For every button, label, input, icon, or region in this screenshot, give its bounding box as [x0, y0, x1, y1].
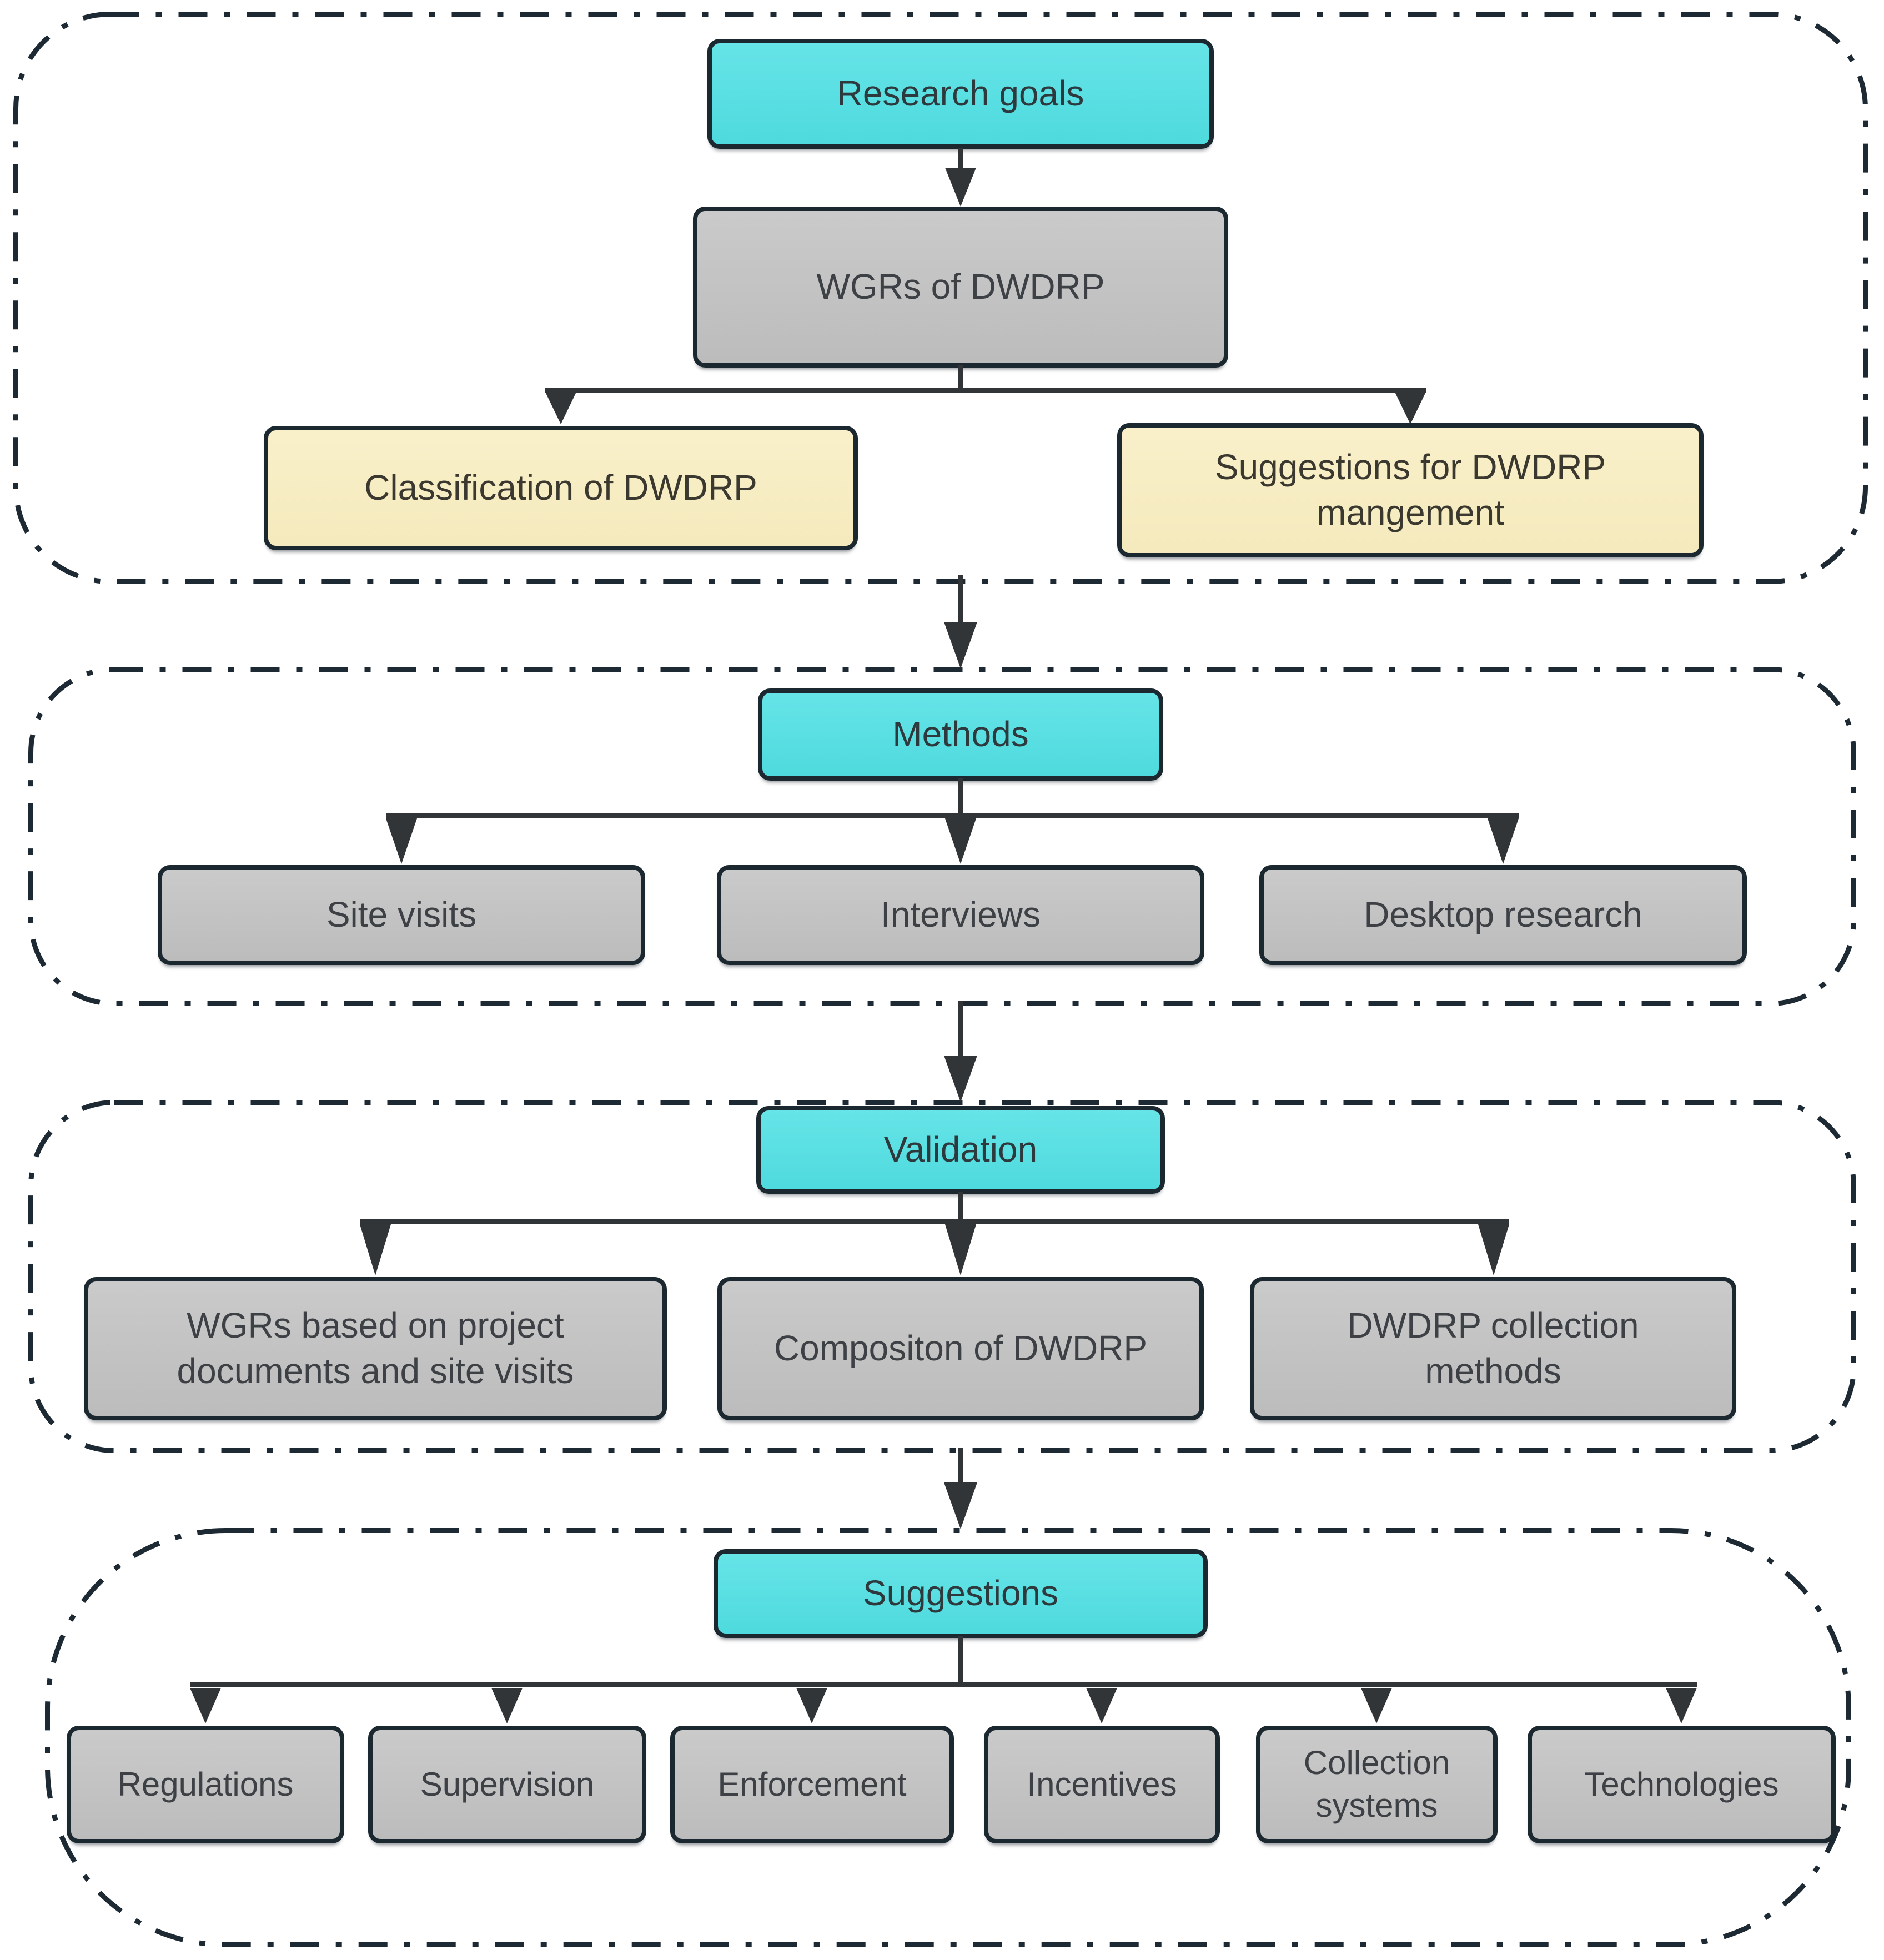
branch3-horizontal-line	[360, 1219, 1509, 1224]
node-enforcement: Enforcement	[670, 1726, 954, 1843]
branch2-arrowhead-site-visits	[386, 818, 417, 864]
branch4-arrowhead-incentives	[1086, 1688, 1117, 1723]
node-incentives: Incentives	[984, 1726, 1220, 1843]
section-border-research-goals	[13, 12, 1868, 584]
branch3-arrowhead-wgrs-based	[360, 1224, 391, 1275]
node-interviews: Interviews	[717, 865, 1204, 965]
section-border-suggestions	[45, 1528, 1851, 1947]
branch1-stub-line	[958, 365, 963, 391]
section-border-methods	[28, 667, 1856, 1006]
branch1-arrowhead-suggestions-mgmt	[1395, 392, 1426, 424]
branch2-stub-line	[958, 778, 963, 815]
connector-section3-section4-line	[958, 1448, 963, 1485]
branch2-arrowhead-interviews	[945, 818, 976, 864]
branch1-arrowhead-classification	[545, 392, 576, 424]
branch2-arrowhead-desktop-research	[1488, 818, 1519, 864]
node-site-visits: Site visits	[158, 865, 645, 965]
node-classification-of-dwdrp: Classification of DWDRP	[264, 426, 858, 550]
branch4-arrowhead-enforcement	[796, 1688, 827, 1723]
branch4-arrowhead-technologies	[1666, 1688, 1697, 1723]
connector-section1-section2-line	[958, 575, 963, 624]
branch4-stub-line	[958, 1636, 963, 1687]
branch4-horizontal-line	[190, 1682, 1697, 1687]
connector-section2-section3-line	[958, 1001, 963, 1057]
branch4-arrowhead-collection-systems	[1361, 1688, 1392, 1723]
node-supervision: Supervision	[368, 1726, 646, 1843]
branch3-stub-line	[958, 1192, 963, 1222]
node-desktop-research: Desktop research	[1259, 865, 1747, 965]
connector-researchgoals-wgrs-line	[958, 148, 963, 171]
branch1-horizontal-line	[545, 388, 1426, 393]
node-suggestions: Suggestions	[714, 1549, 1208, 1638]
node-research-goals: Research goals	[707, 39, 1214, 149]
branch2-horizontal-line	[386, 813, 1519, 818]
node-compositon-of-dwdrp: Compositon of DWDRP	[717, 1277, 1204, 1420]
connector-section3-section4-arrowhead	[944, 1482, 977, 1529]
node-wgrs-of-dwdrp: WGRs of DWDRP	[693, 207, 1228, 368]
connector-section1-section2-arrowhead	[944, 622, 977, 669]
node-dwdrp-collection-methods: DWDRP collection methods	[1250, 1277, 1736, 1420]
branch4-arrowhead-supervision	[491, 1688, 523, 1723]
connector-section2-section3-arrowhead	[944, 1056, 977, 1102]
connector-researchgoals-wgrs-arrowhead	[945, 168, 976, 207]
section-border-validation	[28, 1100, 1856, 1453]
branch3-arrowhead-collection-methods	[1478, 1224, 1509, 1275]
node-technologies: Technologies	[1528, 1726, 1836, 1843]
node-suggestions-for-dwdrp-mangement: Suggestions for DWDRP mangement	[1117, 423, 1704, 557]
node-regulations: Regulations	[67, 1726, 344, 1843]
node-collection-systems: Collection systems	[1256, 1726, 1498, 1843]
node-methods: Methods	[758, 688, 1163, 781]
node-validation: Validation	[756, 1106, 1165, 1194]
branch4-arrowhead-regulations	[190, 1688, 221, 1723]
branch3-arrowhead-compositon	[945, 1224, 976, 1275]
node-wgrs-based-on-project-documents: WGRs based on project documents and site…	[84, 1277, 667, 1420]
